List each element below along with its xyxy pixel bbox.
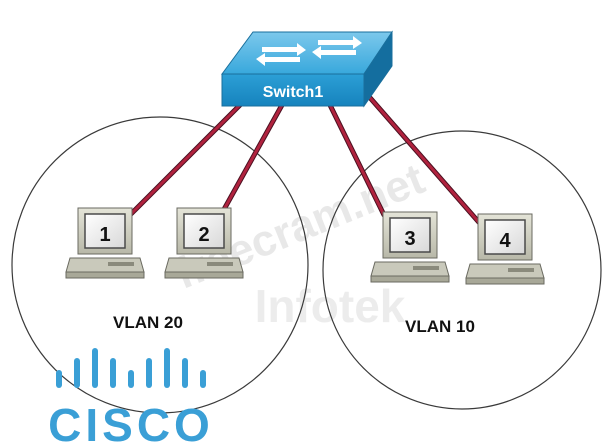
pc-base-front — [164, 271, 244, 279]
switch-front-face — [221, 73, 365, 107]
cisco-bars-icon — [56, 348, 206, 388]
cisco-wordmark: CISCO — [48, 399, 214, 447]
link-host-2 — [219, 102, 285, 216]
monitor-screen — [183, 213, 225, 249]
vlan-20-boundary — [11, 116, 309, 414]
link-host-3 — [327, 102, 387, 218]
host-2[interactable]: 2 — [164, 207, 244, 279]
host-4[interactable]: 4 — [465, 213, 545, 285]
cisco-logo: CISCO — [48, 348, 214, 447]
switch-top-face — [221, 31, 393, 75]
arrows-icon — [256, 36, 362, 66]
pc-base-front — [65, 271, 145, 279]
pc-base-front — [370, 275, 450, 283]
monitor-screen — [389, 217, 431, 253]
host-1[interactable]: 1 — [65, 207, 145, 279]
pc-slot — [413, 266, 439, 270]
switch-label: Switch1 — [263, 84, 324, 101]
links — [122, 89, 493, 238]
pc-slot — [508, 268, 534, 272]
host-label-2: 2 — [198, 224, 209, 246]
pc-slot — [207, 262, 233, 266]
vlan-10-label: VLAN 10 — [405, 317, 475, 336]
vlan-10-boundary — [322, 130, 602, 410]
monitor-screen — [484, 219, 526, 255]
link-host-1 — [122, 102, 243, 223]
host-3[interactable]: 3 — [370, 211, 450, 283]
watermark-text-2: Infotek — [255, 280, 406, 332]
monitor-screen — [84, 213, 126, 249]
vlan-20-label: VLAN 20 — [113, 313, 183, 332]
pc-slot — [108, 262, 134, 266]
host-label-1: 1 — [99, 224, 110, 246]
host-label-4: 4 — [499, 230, 511, 252]
link-host-4 — [362, 89, 493, 238]
switch1[interactable]: Switch1 — [221, 30, 393, 108]
host-label-3: 3 — [404, 228, 415, 250]
pc-base-front — [465, 277, 545, 285]
